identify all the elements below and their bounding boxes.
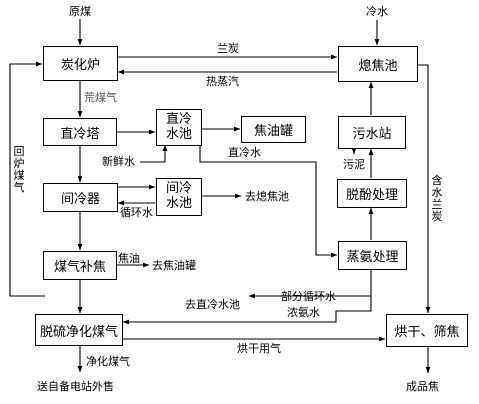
to-tar-tank-label: 去焦油罐 <box>152 259 196 272</box>
tar-tank-box: 焦油罐 <box>241 116 306 143</box>
desulfurization-box: 脱硫净化煤气 <box>35 314 123 346</box>
arrow-fresh-water <box>140 144 168 163</box>
direct-cooling-water-pool-box: 直冷 水池 <box>156 109 202 146</box>
clean-gas-label: 净化煤气 <box>86 355 130 368</box>
arrow-wet-semi-coke <box>418 64 431 314</box>
sludge-label: 污泥 <box>343 158 365 171</box>
gas-supplement-coke-box: 煤气补焦 <box>43 251 117 280</box>
hot-steam-label: 热蒸汽 <box>206 75 239 88</box>
sewage-station-box: 污水站 <box>338 116 406 149</box>
dephenol-treatment-box: 脱酚处理 <box>337 179 407 208</box>
return-furnace-gas-label: 回炉煤气 <box>13 145 25 194</box>
quench-pool-box: 熄焦池 <box>338 46 418 82</box>
cold-water-label: 冷水 <box>366 5 388 18</box>
to-direct-cooling-pool-label: 去直冷水池 <box>185 298 240 311</box>
drying-gas-label: 烘干用气 <box>237 342 281 355</box>
tar-oil-label: 焦油 <box>118 252 140 265</box>
arrow-strong-ammonia-water <box>122 296 372 325</box>
product-coke-label: 成品焦 <box>406 380 439 393</box>
strong-ammonia-water-label: 浓氨水 <box>287 306 320 319</box>
wet-semi-coke-label: 含水兰炭 <box>431 174 443 223</box>
partial-circulating-water-label: 部分循环水 <box>281 290 336 303</box>
carbonization-furnace-box: 炭化炉 <box>43 46 118 81</box>
arrow-return-furnace-gas <box>9 61 45 297</box>
raw-coal-label: 原煤 <box>69 5 91 18</box>
indirect-cooler-box: 间冷器 <box>43 183 118 212</box>
ammonia-distillation-box: 蒸氨处理 <box>338 241 407 270</box>
direct-cooling-water-label: 直冷水 <box>228 146 261 159</box>
arrow-direct-cooling-water <box>199 146 338 258</box>
waste-gas-label: 荒煤气 <box>84 91 117 104</box>
semi-coke-label: 兰炭 <box>217 42 239 55</box>
indirect-cooling-water-pool-box: 间冷 水池 <box>156 178 202 216</box>
circulating-water-label: 循环水 <box>120 206 153 219</box>
drying-screening-box: 烘干、筛焦 <box>386 314 468 347</box>
fresh-water-label: 新鲜水 <box>102 155 135 168</box>
to-quench-pool-label: 去熄焦池 <box>245 190 289 203</box>
direct-cooling-tower-box: 直冷塔 <box>43 118 117 146</box>
to-power-station-label: 送自备电站外售 <box>37 380 114 393</box>
